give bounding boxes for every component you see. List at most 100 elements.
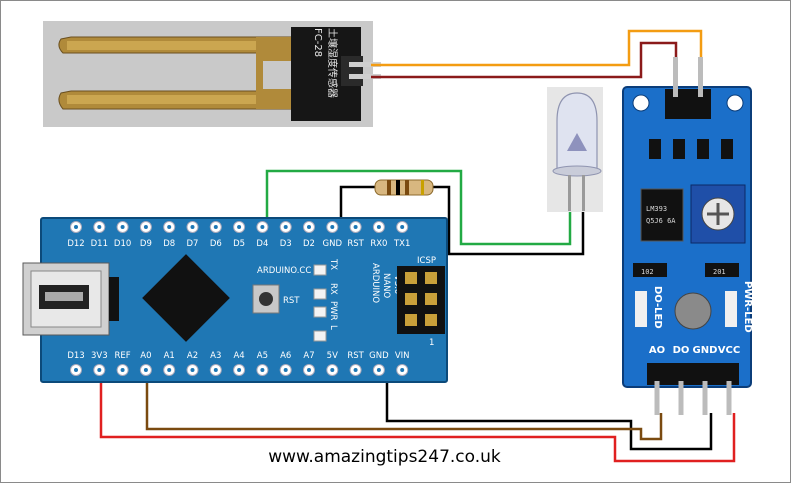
nano-bottom-pin-label: D13: [67, 351, 84, 361]
nano-icsp-pin: [425, 272, 437, 284]
wire-black-gnd: [385, 369, 713, 451]
resistor: [374, 179, 434, 196]
module-pin-label: DO: [673, 345, 690, 356]
nano-bottom-pins: [70, 364, 409, 376]
nano-bottom-pin-center: [353, 368, 358, 372]
wire-black-gnd-resistor: [339, 185, 381, 224]
nano-bottom-pin-label: REF: [115, 351, 131, 361]
nano-top-pin-center: [190, 225, 195, 229]
probe-prong-bottom-copper: [67, 95, 293, 104]
nano-top-pin-label: D11: [91, 239, 108, 249]
nano-bottom-pin-center: [190, 368, 195, 372]
nano-top-pin-label: D4: [256, 239, 268, 249]
module-resistor-1-label: 102: [641, 268, 654, 276]
nano-reset-button[interactable]: [252, 284, 280, 314]
resistor-body: [374, 179, 434, 196]
nano-top-pin-center: [74, 225, 78, 229]
module-pin-leg: [654, 381, 660, 415]
nano-top-pins: [70, 221, 409, 233]
nano-bottom-pin-center: [143, 368, 148, 372]
nano-led: [313, 264, 327, 276]
probe-model-label: FC-28: [312, 28, 323, 57]
nano-led-label-group: TX: [328, 258, 338, 270]
nano-top-pin-center: [330, 225, 335, 229]
website-url: www.amazingtips247.co.uk: [268, 447, 501, 467]
nano-led-label: PWR: [328, 301, 338, 321]
nano-bottom-pin-label: VIN: [395, 351, 410, 361]
nano-bottom-pin-label: A2: [187, 351, 198, 361]
module-resistor-1: [633, 263, 667, 277]
nano-icsp-pin: [405, 314, 417, 326]
nano-bottom-pin-center: [260, 368, 265, 372]
nano-top-pin-center: [167, 225, 172, 229]
module-resistor-2: [705, 263, 739, 277]
probe-prong-top-copper: [67, 41, 293, 50]
module-top-pin-2: [698, 57, 703, 97]
nano-top-pin-label: D7: [187, 239, 199, 249]
nano-usb-tongue: [45, 292, 83, 301]
nano-top-pin-label: GND: [323, 239, 343, 249]
nano-top-pin-center: [260, 225, 265, 229]
nano-icsp-pin: [425, 314, 437, 326]
nano-bottom-pin-label: A0: [140, 351, 151, 361]
module-mount-hole-2: [726, 94, 744, 112]
nano-top-pin-center: [97, 225, 102, 229]
nano-model-line-2: NANO: [381, 273, 391, 299]
module-mount-hole-1: [632, 94, 650, 112]
nano-top-pin-label: D12: [67, 239, 84, 249]
module-chip-code: Q5J6 6A: [646, 217, 676, 225]
module-pin-leg: [678, 381, 684, 415]
led-dome: [556, 92, 598, 172]
nano-top-pin-center: [120, 225, 125, 229]
module-pin-label: GND: [693, 345, 718, 356]
nano-bottom-pin-label: GND: [369, 351, 389, 361]
nano-bottom-pin-label: 5V: [327, 351, 338, 361]
wire-red-3v3: [99, 369, 736, 463]
nano-icsp-pin: [405, 293, 417, 305]
led-leg-2: [582, 175, 585, 211]
resistor-band-1: [387, 180, 391, 195]
nano-top-pin-label: D6: [210, 239, 222, 249]
led-photo: [547, 87, 603, 212]
module-chip-label: LM393: [646, 205, 667, 213]
wire-orange-probe: [371, 29, 703, 91]
module-do-led-label: DO-LED: [652, 286, 663, 329]
resistor-band-3: [405, 180, 409, 195]
led-die: [567, 133, 587, 151]
led-rim: [552, 165, 602, 177]
nano-usb-pads: [109, 277, 119, 321]
nano-bottom-pin-label: A6: [280, 351, 291, 361]
nano-led-label: TX: [328, 258, 338, 270]
probe-chinese-label: 土壤湿度传感器: [326, 28, 339, 98]
nano-bottom-pin-center: [213, 368, 218, 372]
nano-led-label: L: [328, 325, 338, 330]
wire-black-resistor-led: [429, 185, 585, 256]
module-pin-label: AO: [649, 345, 665, 356]
nano-bottom-pin-label: A1: [164, 351, 175, 361]
module-cap-1: [649, 139, 661, 159]
nano-bottom-pin-label: 3V3: [91, 351, 108, 361]
nano-icsp-pin: [405, 272, 417, 284]
probe-pin-2: [349, 74, 381, 79]
nano-icsp-label: ICSP: [417, 256, 436, 266]
nano-icsp-pins: [405, 272, 437, 326]
module-sensor-dome: [674, 292, 712, 330]
nano-led: [313, 306, 327, 318]
resistor-band-4: [421, 180, 424, 195]
nano-top-pin-label: D3: [280, 239, 292, 249]
module-resistor-2-label: 201: [713, 268, 726, 276]
led-leg-1: [568, 175, 571, 211]
nano-top-pin-label: RX0: [370, 239, 387, 249]
nano-bottom-pin-label: A5: [257, 351, 268, 361]
module-pwr-led: [725, 291, 737, 327]
nano-top-pin-center: [376, 225, 381, 229]
module-bottom-header: [647, 363, 739, 385]
nano-top-pin-label: D8: [163, 239, 175, 249]
nano-bottom-pin-center: [237, 368, 242, 372]
nano-reset-knob[interactable]: [259, 292, 273, 306]
nano-top-pin-center: [353, 225, 358, 229]
resistor-band-2: [396, 180, 400, 195]
